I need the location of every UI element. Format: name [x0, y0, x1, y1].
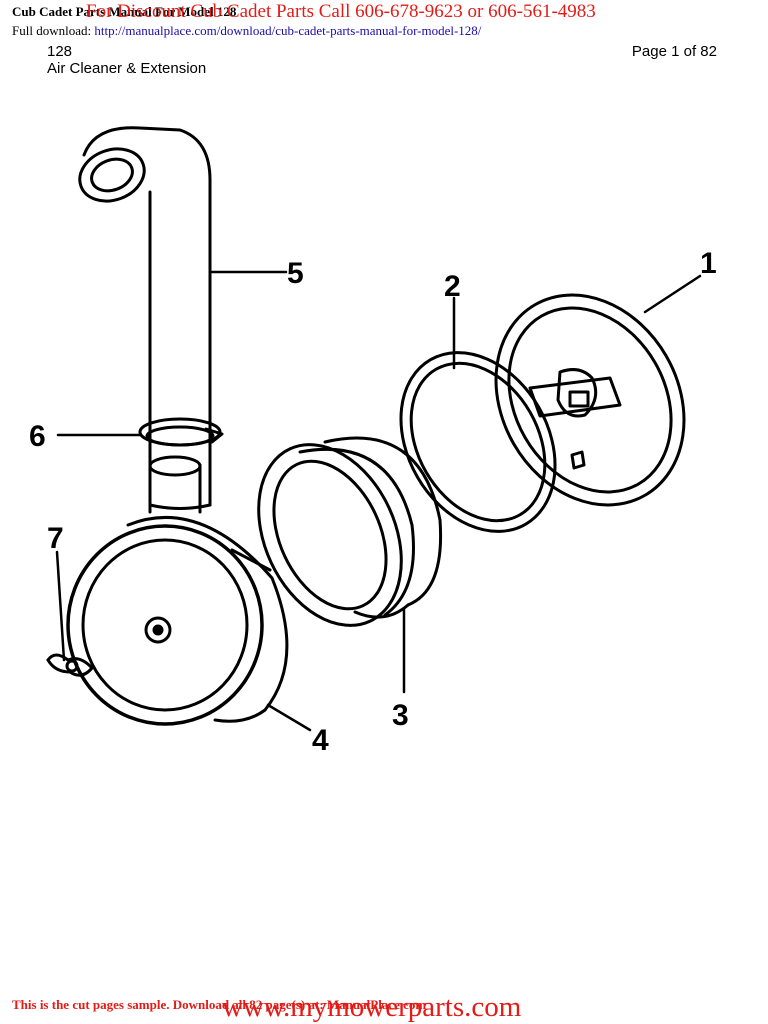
part-2-gasket — [399, 351, 557, 533]
callout-3: 3 — [392, 699, 409, 732]
header-manual-title: Cub Cadet Parts Manual For Model 128 — [12, 4, 237, 19]
model-number: 128 — [47, 43, 73, 60]
part-5-extension-tube — [78, 126, 212, 510]
footer-website[interactable]: www.mymowerparts.com — [222, 991, 522, 1023]
download-link[interactable]: http://manualplace.com/download/cub-cade… — [94, 23, 482, 38]
part-7-wing-nut — [46, 653, 94, 677]
header-download-line: Full download: http://manualplace.com/do… — [12, 23, 481, 39]
page-indicator: Page 1 of 82 — [631, 43, 717, 60]
callout-leader-lines — [55, 270, 702, 732]
part-4-housing — [66, 455, 289, 726]
callout-7: 7 — [47, 522, 64, 555]
callout-1: 1 — [700, 247, 717, 280]
section-title: Air Cleaner & Extension — [47, 60, 207, 77]
callout-2: 2 — [444, 270, 461, 303]
callout-6: 6 — [29, 420, 46, 453]
header-promo-text: For Discount Cub Cadet Parts Call 606-67… — [86, 1, 596, 22]
air-cleaner-exploded-diagram: 1 2 3 4 5 6 7 — [29, 126, 717, 757]
callout-5: 5 — [287, 257, 304, 290]
part-1-cover — [494, 293, 686, 507]
footer-sample-notice: This is the cut pages sample. Download a… — [12, 997, 427, 1012]
part-3-filter-element — [257, 436, 443, 627]
part-6-hose-clamp — [138, 417, 224, 447]
download-label: Full download: — [12, 23, 92, 38]
callout-4: 4 — [312, 724, 329, 757]
